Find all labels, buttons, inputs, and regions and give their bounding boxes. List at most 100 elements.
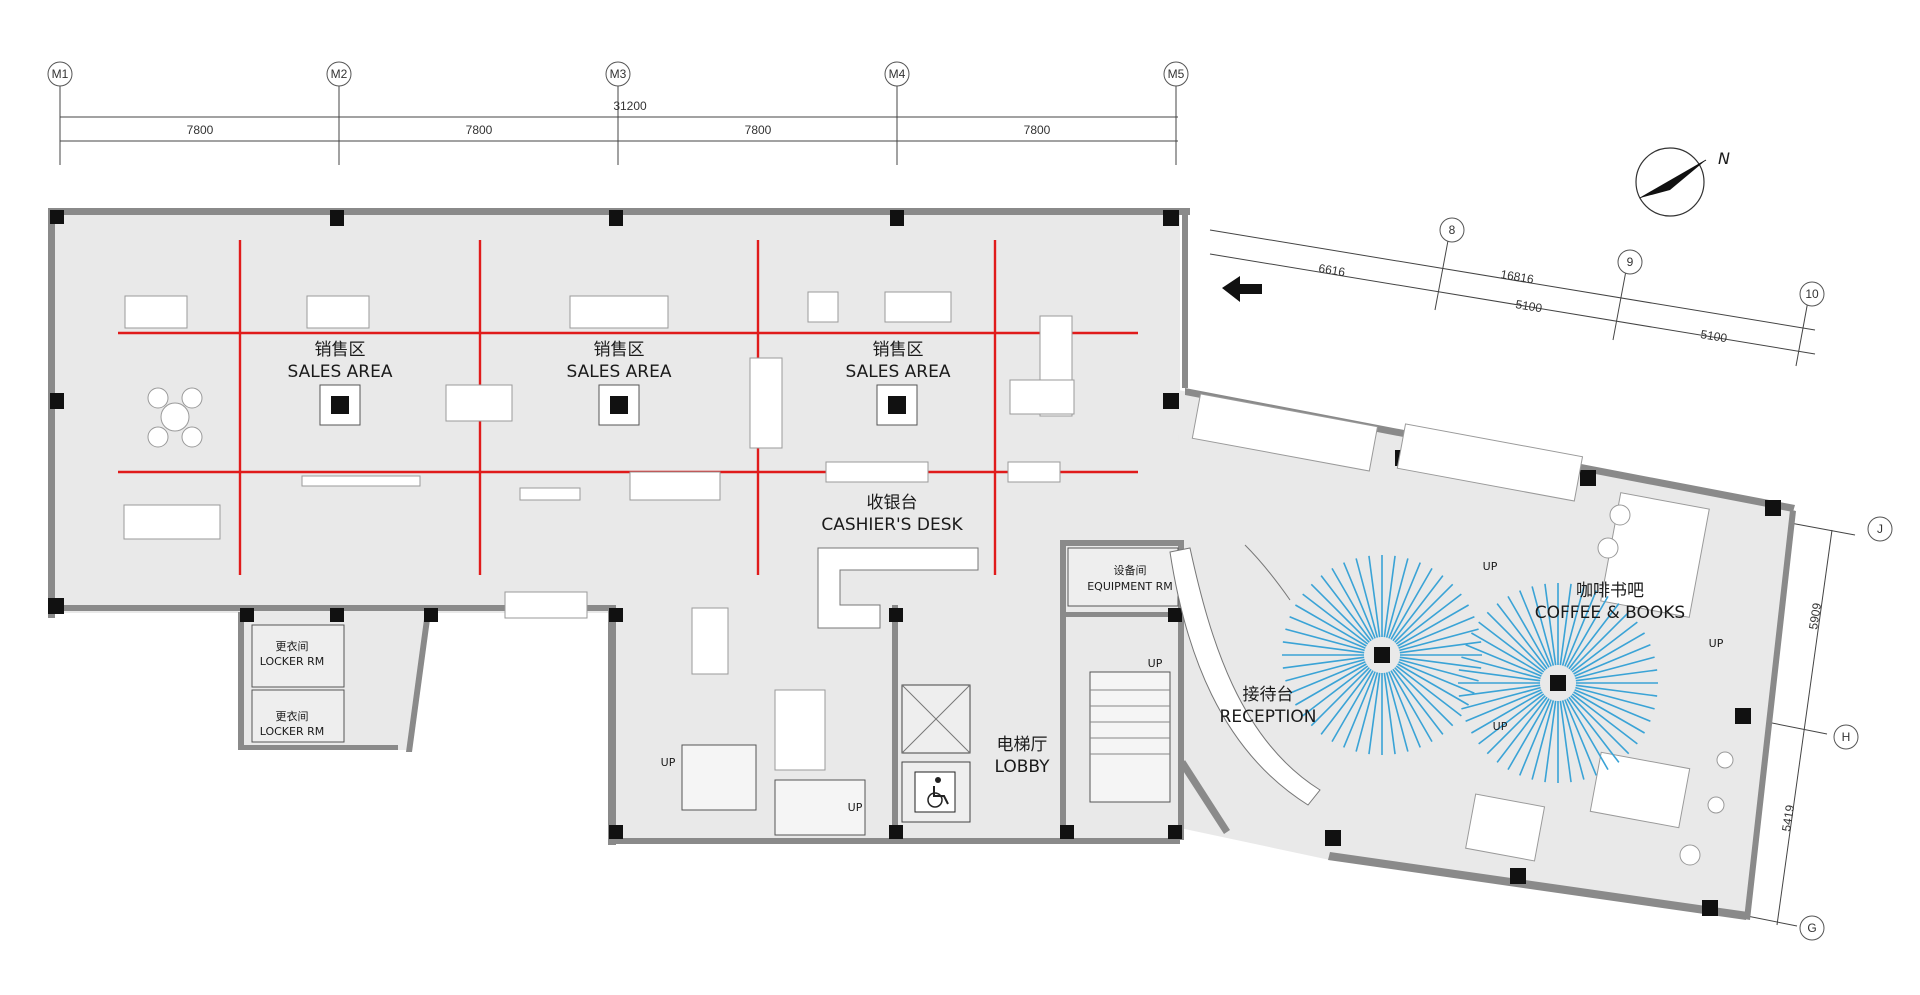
light-ray bbox=[1310, 667, 1370, 727]
elevator-core bbox=[901, 684, 971, 823]
light-ray bbox=[1388, 671, 1422, 748]
sales-area-label-cn: 销售区 bbox=[315, 340, 366, 360]
light-ray bbox=[1394, 583, 1454, 643]
dim-angled-total: 16816 bbox=[1500, 267, 1536, 286]
light-ray bbox=[1496, 696, 1548, 763]
light-ray bbox=[1399, 658, 1479, 682]
light-ray bbox=[1394, 667, 1454, 727]
light-ray bbox=[1568, 603, 1620, 670]
light-ray bbox=[1470, 632, 1543, 675]
light-ray bbox=[1397, 663, 1470, 706]
up-label: UP bbox=[1148, 657, 1163, 670]
up-label: UP bbox=[661, 756, 676, 769]
light-ray bbox=[1478, 693, 1545, 745]
light-ray bbox=[1570, 695, 1630, 755]
grid-label: 10 bbox=[1805, 287, 1819, 301]
up-label: UP bbox=[1493, 720, 1508, 733]
light-ray bbox=[1478, 621, 1545, 673]
light-fixture bbox=[1374, 647, 1390, 663]
light-ray bbox=[1302, 593, 1369, 645]
light-ray bbox=[1571, 693, 1638, 745]
light-ray bbox=[1575, 656, 1655, 680]
light-ray bbox=[1575, 684, 1658, 697]
light-ray bbox=[1544, 700, 1557, 783]
light-ray bbox=[1566, 595, 1609, 668]
light-ray bbox=[1294, 663, 1367, 706]
light-ray bbox=[1289, 661, 1366, 695]
light-ray bbox=[1564, 699, 1598, 776]
sales-area-label-en: SALES AREA bbox=[567, 362, 672, 382]
locker-label-en: LOCKER RM bbox=[260, 725, 325, 738]
light-ray bbox=[1398, 661, 1475, 695]
light-ray bbox=[1342, 671, 1376, 748]
grid-label: H bbox=[1842, 730, 1851, 744]
grid-label: M3 bbox=[610, 67, 627, 81]
light-ray bbox=[1561, 700, 1585, 780]
light-ray bbox=[1320, 575, 1372, 642]
light-ray bbox=[1573, 691, 1646, 734]
light-ray bbox=[1559, 700, 1572, 783]
dim-angled-span: 5100 bbox=[1700, 327, 1729, 345]
light-ray bbox=[1385, 672, 1409, 752]
light-ray bbox=[1507, 698, 1550, 771]
dim-right-span: 5909 bbox=[1806, 602, 1824, 631]
light-ray bbox=[1465, 689, 1542, 723]
light-ray bbox=[1310, 583, 1370, 643]
locker-rooms bbox=[251, 624, 345, 743]
light-ray bbox=[1383, 555, 1396, 638]
light-ray bbox=[1282, 641, 1365, 654]
light-ray bbox=[1486, 611, 1546, 671]
light-ray bbox=[1458, 669, 1541, 682]
dim-angled-span: 5100 bbox=[1515, 297, 1544, 315]
light-ray bbox=[1461, 686, 1541, 710]
coffee-label-cn: 咖啡书吧 bbox=[1576, 581, 1644, 601]
grid-label: M1 bbox=[52, 67, 69, 81]
dim-total-top: 31200 bbox=[613, 99, 647, 113]
grid-label: J bbox=[1877, 522, 1883, 536]
light-ray bbox=[1570, 611, 1630, 671]
locker-label-cn: 更衣间 bbox=[276, 639, 309, 653]
stairs bbox=[681, 671, 1171, 836]
light-ray bbox=[1575, 669, 1658, 682]
equipment-label-cn: 设备间 bbox=[1114, 563, 1147, 577]
locker-label-en: LOCKER RM bbox=[260, 655, 325, 668]
light-ray bbox=[1368, 555, 1381, 638]
equipment-label-en: EQUIPMENT RM bbox=[1087, 580, 1173, 593]
lobby-label-en: LOBBY bbox=[994, 757, 1050, 777]
light-ray bbox=[1465, 643, 1542, 677]
sales-area-label-cn: 销售区 bbox=[594, 340, 645, 360]
light-ray bbox=[1461, 656, 1541, 680]
light-ray bbox=[1355, 672, 1379, 752]
light-ray bbox=[1399, 641, 1482, 654]
sales-area-label-en: SALES AREA bbox=[846, 362, 951, 382]
dim-span: 7800 bbox=[745, 123, 772, 137]
light-ray bbox=[1486, 695, 1546, 755]
light-ray bbox=[1390, 670, 1433, 743]
angled-dimension-chain: 6616 16816 5100 5100 8 9 10 bbox=[1209, 217, 1825, 367]
dim-span: 7800 bbox=[1024, 123, 1051, 137]
light-ray bbox=[1395, 593, 1462, 645]
north-arrow: N bbox=[1635, 147, 1730, 217]
coffee-furniture bbox=[1191, 393, 1734, 866]
light-ray bbox=[1392, 668, 1444, 735]
light-ray bbox=[1331, 670, 1374, 743]
entrance-arrow-icon bbox=[1222, 276, 1262, 302]
grid-label: G bbox=[1807, 921, 1816, 935]
up-label: UP bbox=[1483, 560, 1498, 573]
light-ray bbox=[1285, 628, 1365, 652]
light-ray bbox=[1507, 595, 1550, 668]
light-ray bbox=[1355, 558, 1379, 638]
light-ray bbox=[1302, 665, 1369, 717]
reception-label-cn: 接待台 bbox=[1243, 685, 1294, 705]
light-ray bbox=[1574, 689, 1651, 723]
light-ray bbox=[1458, 684, 1541, 697]
reception-label-en: RECEPTION bbox=[1220, 707, 1317, 727]
light-ray bbox=[1385, 558, 1409, 638]
grid-label: 9 bbox=[1627, 255, 1634, 269]
columns bbox=[48, 210, 1781, 916]
light-ray bbox=[1392, 575, 1444, 642]
light-ray bbox=[1544, 583, 1557, 666]
light-ray bbox=[1368, 672, 1381, 755]
light-ray bbox=[1575, 686, 1655, 710]
top-dimension-chain: 31200 7800 7800 7800 7800 bbox=[59, 85, 1178, 165]
